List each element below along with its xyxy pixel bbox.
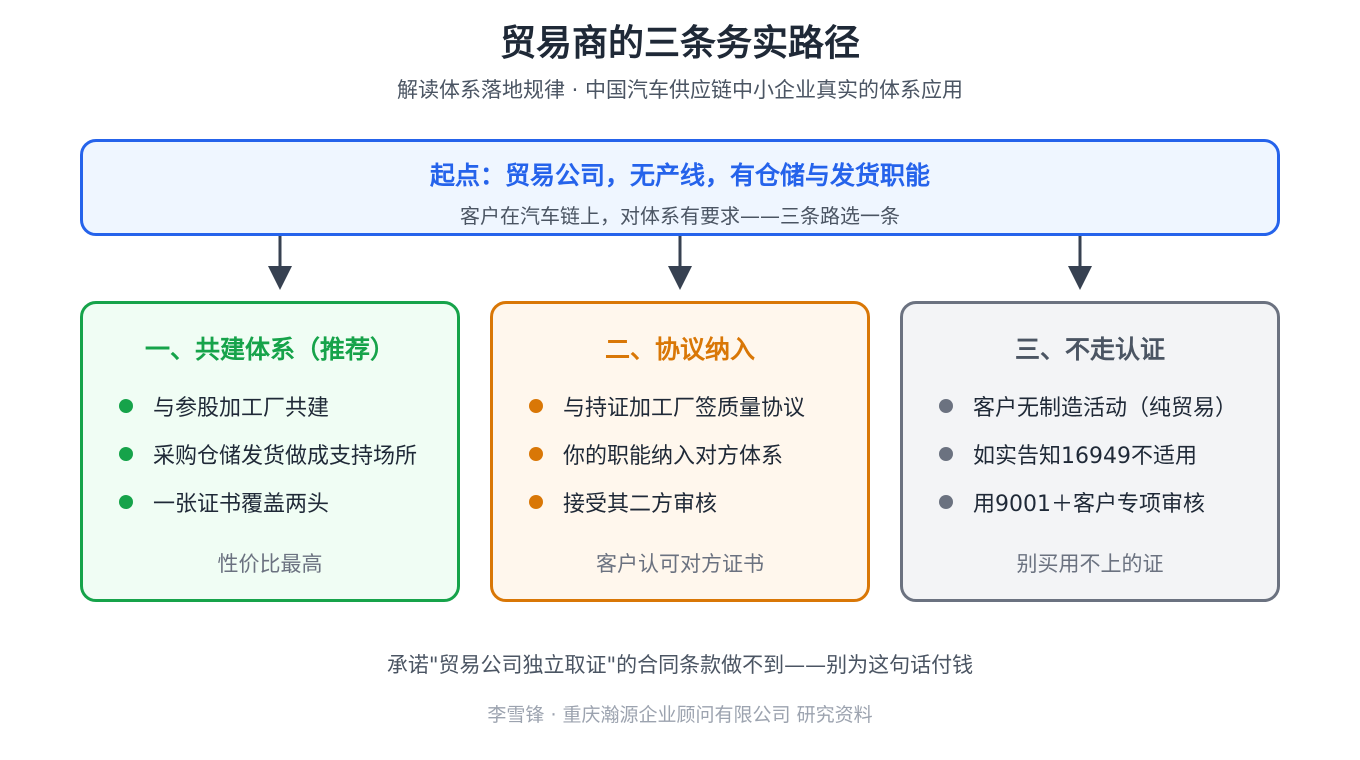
list-item: 客户无制造活动（纯贸易）	[939, 390, 1237, 438]
path-card-title: 二、协议纳入	[604, 335, 755, 364]
list-item-text: 接受其二方审核	[563, 492, 718, 517]
bullet-dot-icon	[119, 495, 133, 509]
path-item-list: 与参股加工厂共建 采购仓储发货做成支持场所 一张证书覆盖两头	[119, 390, 417, 534]
arrow-to-path-3	[1068, 236, 1092, 290]
bullet-dot-icon	[939, 447, 953, 461]
list-item-text: 一张证书覆盖两头	[153, 492, 330, 517]
list-item-text: 与持证加工厂签质量协议	[563, 396, 806, 421]
list-item: 与参股加工厂共建	[119, 390, 417, 438]
arrow-to-path-2	[668, 236, 692, 290]
path-item-list: 与持证加工厂签质量协议 你的职能纳入对方体系 接受其二方审核	[529, 390, 805, 534]
list-item-text: 你的职能纳入对方体系	[563, 444, 784, 469]
credit-line: 李雪锋 · 重庆瀚源企业顾问有限公司 研究资料	[487, 704, 873, 726]
list-item: 你的职能纳入对方体系	[529, 438, 805, 486]
page-subtitle: 解读体系落地规律 · 中国汽车供应链中小企业真实的体系应用	[396, 78, 964, 102]
flow-arrows	[268, 236, 1092, 290]
bullet-dot-icon	[119, 399, 133, 413]
list-item-text: 如实告知16949不适用	[973, 444, 1197, 469]
start-title: 起点：贸易公司，无产线，有仓储与发货职能	[429, 161, 930, 190]
list-item-text: 客户无制造活动（纯贸易）	[973, 396, 1238, 421]
list-item-text: 与参股加工厂共建	[153, 396, 330, 421]
list-item-text: 用9001＋客户专项审核	[973, 492, 1205, 517]
path-card-co-build: 一、共建体系（推荐） 与参股加工厂共建 采购仓储发货做成支持场所 一张证书覆盖两…	[80, 301, 460, 602]
start-box: 起点：贸易公司，无产线，有仓储与发货职能 客户在汽车链上，对体系有要求——三条路…	[80, 139, 1280, 236]
list-item: 接受其二方审核	[529, 486, 805, 534]
bullet-dot-icon	[529, 399, 543, 413]
list-item: 如实告知16949不适用	[939, 438, 1237, 486]
path-card-title: 一、共建体系（推荐）	[144, 335, 395, 364]
bullet-dot-icon	[529, 495, 543, 509]
path-card-agreement: 二、协议纳入 与持证加工厂签质量协议 你的职能纳入对方体系 接受其二方审核 客户…	[490, 301, 870, 602]
list-item: 采购仓储发货做成支持场所	[119, 438, 417, 486]
bullet-dot-icon	[939, 495, 953, 509]
arrow-to-path-1	[268, 236, 292, 290]
bullet-dot-icon	[119, 447, 133, 461]
bullet-dot-icon	[939, 399, 953, 413]
path-card-note: 别买用不上的证	[1016, 552, 1164, 576]
path-card-note: 客户认可对方证书	[596, 552, 764, 576]
start-subtitle: 客户在汽车链上，对体系有要求——三条路选一条	[460, 204, 900, 228]
list-item: 与持证加工厂签质量协议	[529, 390, 805, 438]
page-title: 贸易商的三条务实路径	[499, 23, 860, 64]
path-card-note: 性价比最高	[217, 552, 323, 576]
footer-note: 承诺"贸易公司独立取证"的合同条款做不到——别为这句话付钱	[386, 653, 974, 677]
path-item-list: 客户无制造活动（纯贸易） 如实告知16949不适用 用9001＋客户专项审核	[939, 390, 1237, 534]
path-card-no-certification: 三、不走认证 客户无制造活动（纯贸易） 如实告知16949不适用 用9001＋客…	[900, 301, 1280, 602]
list-item-text: 采购仓储发货做成支持场所	[153, 444, 418, 469]
list-item: 一张证书覆盖两头	[119, 486, 417, 534]
path-card-title: 三、不走认证	[1014, 335, 1165, 364]
bullet-dot-icon	[529, 447, 543, 461]
list-item: 用9001＋客户专项审核	[939, 486, 1237, 534]
